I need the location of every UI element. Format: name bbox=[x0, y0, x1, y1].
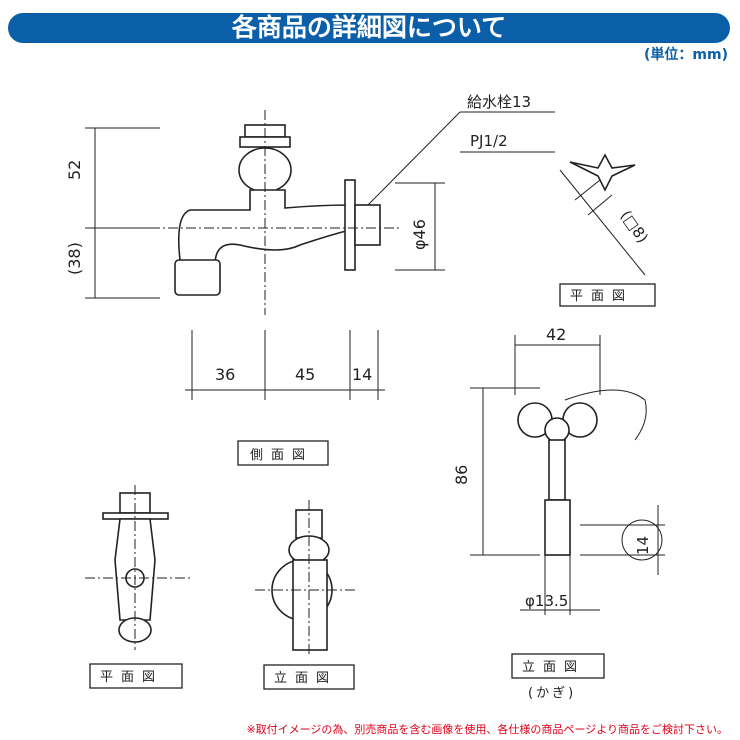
unit-label: (単位：mm) bbox=[644, 47, 728, 63]
label-front-view: 立面図 bbox=[274, 671, 337, 686]
label-key-front: 立面図 bbox=[522, 660, 585, 675]
label-side-view: 側面図 bbox=[250, 448, 313, 463]
dim-key-height: 86 bbox=[452, 465, 471, 485]
handle-top-view: (□8) bbox=[559, 153, 652, 276]
callout-thread: PJ1/2 bbox=[470, 132, 508, 150]
top-view-faucet bbox=[85, 485, 190, 650]
header-banner: 各商品の詳細図について bbox=[8, 13, 730, 43]
side-view-faucet bbox=[150, 110, 400, 315]
dim-14: 14 bbox=[352, 365, 372, 384]
key-drawing: 42 86 14 φ13.5 bbox=[452, 325, 665, 615]
dim-key-tip: 14 bbox=[634, 536, 652, 555]
dim-key-width: 42 bbox=[546, 325, 566, 344]
footer-note: ※取付イメージの為、別売商品を含む画像を使用、各仕様の商品ページより商品をご検討… bbox=[246, 723, 728, 736]
label-key: (かぎ) bbox=[528, 686, 576, 701]
callout-faucet: 給水栓13 bbox=[467, 93, 531, 111]
dim-square: (□8) bbox=[617, 207, 652, 246]
front-view-faucet bbox=[255, 500, 355, 655]
dim-45: 45 bbox=[295, 365, 315, 384]
dim-flange-dia: φ46 bbox=[410, 219, 429, 250]
label-top-view: 平面図 bbox=[100, 670, 163, 685]
dim-52: 52 bbox=[65, 160, 84, 180]
label-handle-top: 平面図 bbox=[570, 289, 633, 304]
dim-36: 36 bbox=[215, 365, 235, 384]
dim-key-dia: φ13.5 bbox=[525, 592, 568, 610]
side-view-dimensions: 52 (38) 36 45 14 φ46 給水栓13 PJ1/2 bbox=[65, 93, 555, 400]
dim-38: (38) bbox=[65, 242, 84, 275]
